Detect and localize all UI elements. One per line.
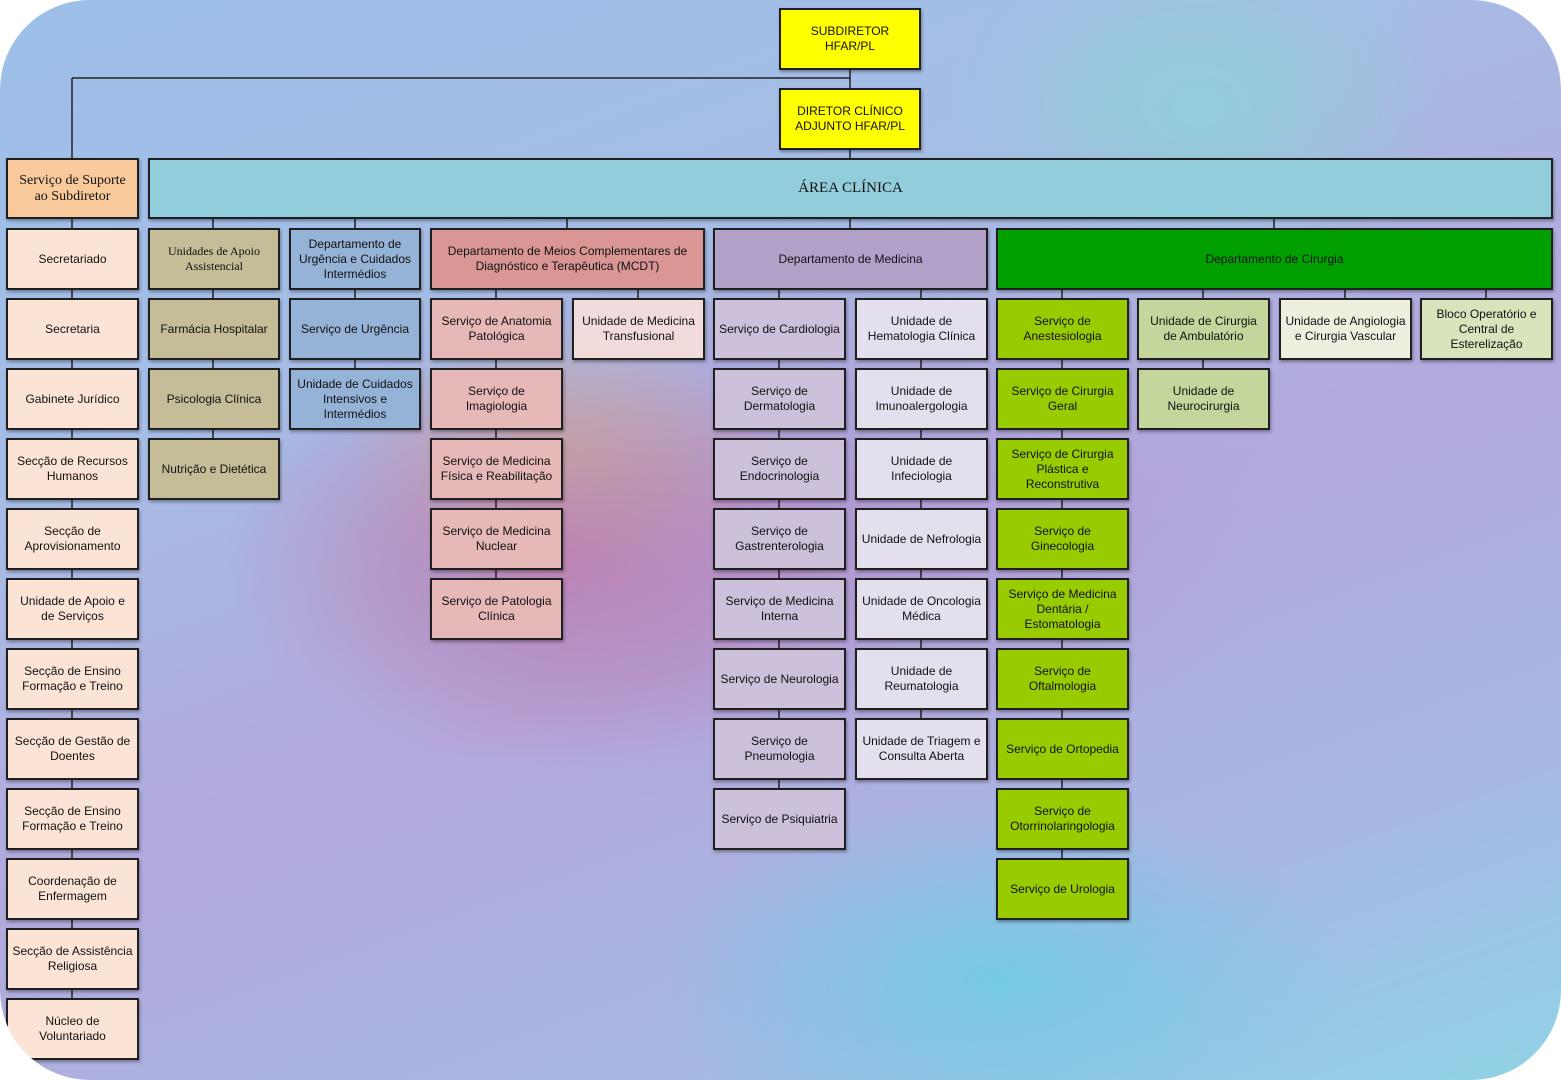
- cirurgia-service: Serviço de Ortopedia: [996, 718, 1129, 780]
- medicina-unit: Unidade de Triagem e Consulta Aberta: [855, 718, 988, 780]
- medicina-service: Serviço de Psiquiatria: [713, 788, 846, 850]
- mcdt-service: Serviço de Medicina Nuclear: [430, 508, 563, 570]
- support-item: Secção de Gestão de Doentes: [6, 718, 139, 780]
- support-item: Secretaria: [6, 298, 139, 360]
- support-item: Secção de Assistência Religiosa: [6, 928, 139, 990]
- support-item: Núcleo de Voluntariado: [6, 998, 139, 1060]
- medicina-service: Serviço de Dermatologia: [713, 368, 846, 430]
- medicina-service: Serviço de Pneumologia: [713, 718, 846, 780]
- cirurgia-unit: Bloco Operatório e Central de Estereliza…: [1420, 298, 1553, 360]
- mcdt-service: Serviço de Medicina Física e Reabilitaçã…: [430, 438, 563, 500]
- support-item: Secção de Ensino Formação e Treino: [6, 788, 139, 850]
- medicina-unit: Unidade de Oncologia Médica: [855, 578, 988, 640]
- medicina-unit: Unidade de Imunoalergologia: [855, 368, 988, 430]
- apoio-unit: Farmácia Hospitalar: [148, 298, 280, 360]
- mcdt-department-header: Departamento de Meios Complementares de …: [430, 228, 705, 290]
- cirurgia-unit: Unidade de Angiologia e Cirurgia Vascula…: [1279, 298, 1412, 360]
- cirurgia-unit: Unidade de Cirurgia de Ambulatório: [1137, 298, 1270, 360]
- medicina-unit: Unidade de Reumatologia: [855, 648, 988, 710]
- medicina-service: Serviço de Endocrinologia: [713, 438, 846, 500]
- cirurgia-service: Serviço de Otorrinolaringologia: [996, 788, 1129, 850]
- cirurgia-service: Serviço de Cirurgia Plástica e Reconstru…: [996, 438, 1129, 500]
- apoio-unit: Nutrição e Dietética: [148, 438, 280, 500]
- medicina-service: Serviço de Cardiologia: [713, 298, 846, 360]
- medicina-service: Serviço de Neurologia: [713, 648, 846, 710]
- urgencia-unit: Unidade de Cuidados Intensivos e Intermé…: [289, 368, 421, 430]
- clinical-director-box: DIRETOR CLÍNICO ADJUNTO HFAR/PL: [779, 88, 921, 150]
- medicina-unit: Unidade de Nefrologia: [855, 508, 988, 570]
- cirurgia-service: Serviço de Medicina Dentária / Estomatol…: [996, 578, 1129, 640]
- medicina-department-header: Departamento de Medicina: [713, 228, 988, 290]
- support-item: Secção de Ensino Formação e Treino: [6, 648, 139, 710]
- urgencia-unit: Serviço de Urgência: [289, 298, 421, 360]
- support-item: Secção de Recursos Humanos: [6, 438, 139, 500]
- support-item: Secção de Aprovisionamento: [6, 508, 139, 570]
- mcdt-service: Serviço de Imagiologia: [430, 368, 563, 430]
- cirurgia-service: Serviço de Ginecologia: [996, 508, 1129, 570]
- support-item: Unidade de Apoio e de Serviços: [6, 578, 139, 640]
- support-service-header: Serviço de Suporte ao Subdiretor: [6, 158, 139, 219]
- cirurgia-department-header: Departamento de Cirurgia: [996, 228, 1553, 290]
- clinical-area-header: ÁREA CLÍNICA: [148, 158, 1553, 219]
- cirurgia-service: Serviço de Oftalmologia: [996, 648, 1129, 710]
- mcdt-unit: Unidade de Medicina Transfusional: [572, 298, 705, 360]
- medicina-service: Serviço de Gastrenterologia: [713, 508, 846, 570]
- urgencia-department-header: Departamento de Urgência e Cuidados Inte…: [289, 228, 421, 290]
- subdirector-box: SUBDIRETOR HFAR/PL: [779, 8, 921, 70]
- support-item: Secretariado: [6, 228, 139, 290]
- apoio-assistencial-header: Unidades de Apoio Assistencial: [148, 228, 280, 290]
- cirurgia-service: Serviço de Urologia: [996, 858, 1129, 920]
- support-item: Gabinete Jurídico: [6, 368, 139, 430]
- cirurgia-service: Serviço de Anestesiologia: [996, 298, 1129, 360]
- cirurgia-service: Serviço de Cirurgia Geral: [996, 368, 1129, 430]
- cirurgia-unit: Unidade de Neurocirurgia: [1137, 368, 1270, 430]
- medicina-unit: Unidade de Infeciologia: [855, 438, 988, 500]
- mcdt-service: Serviço de Patologia Clínica: [430, 578, 563, 640]
- apoio-unit: Psicologia Clínica: [148, 368, 280, 430]
- medicina-unit: Unidade de Hematologia Clínica: [855, 298, 988, 360]
- support-item: Coordenação de Enfermagem: [6, 858, 139, 920]
- medicina-service: Serviço de Medicina Interna: [713, 578, 846, 640]
- mcdt-service: Serviço de Anatomia Patológica: [430, 298, 563, 360]
